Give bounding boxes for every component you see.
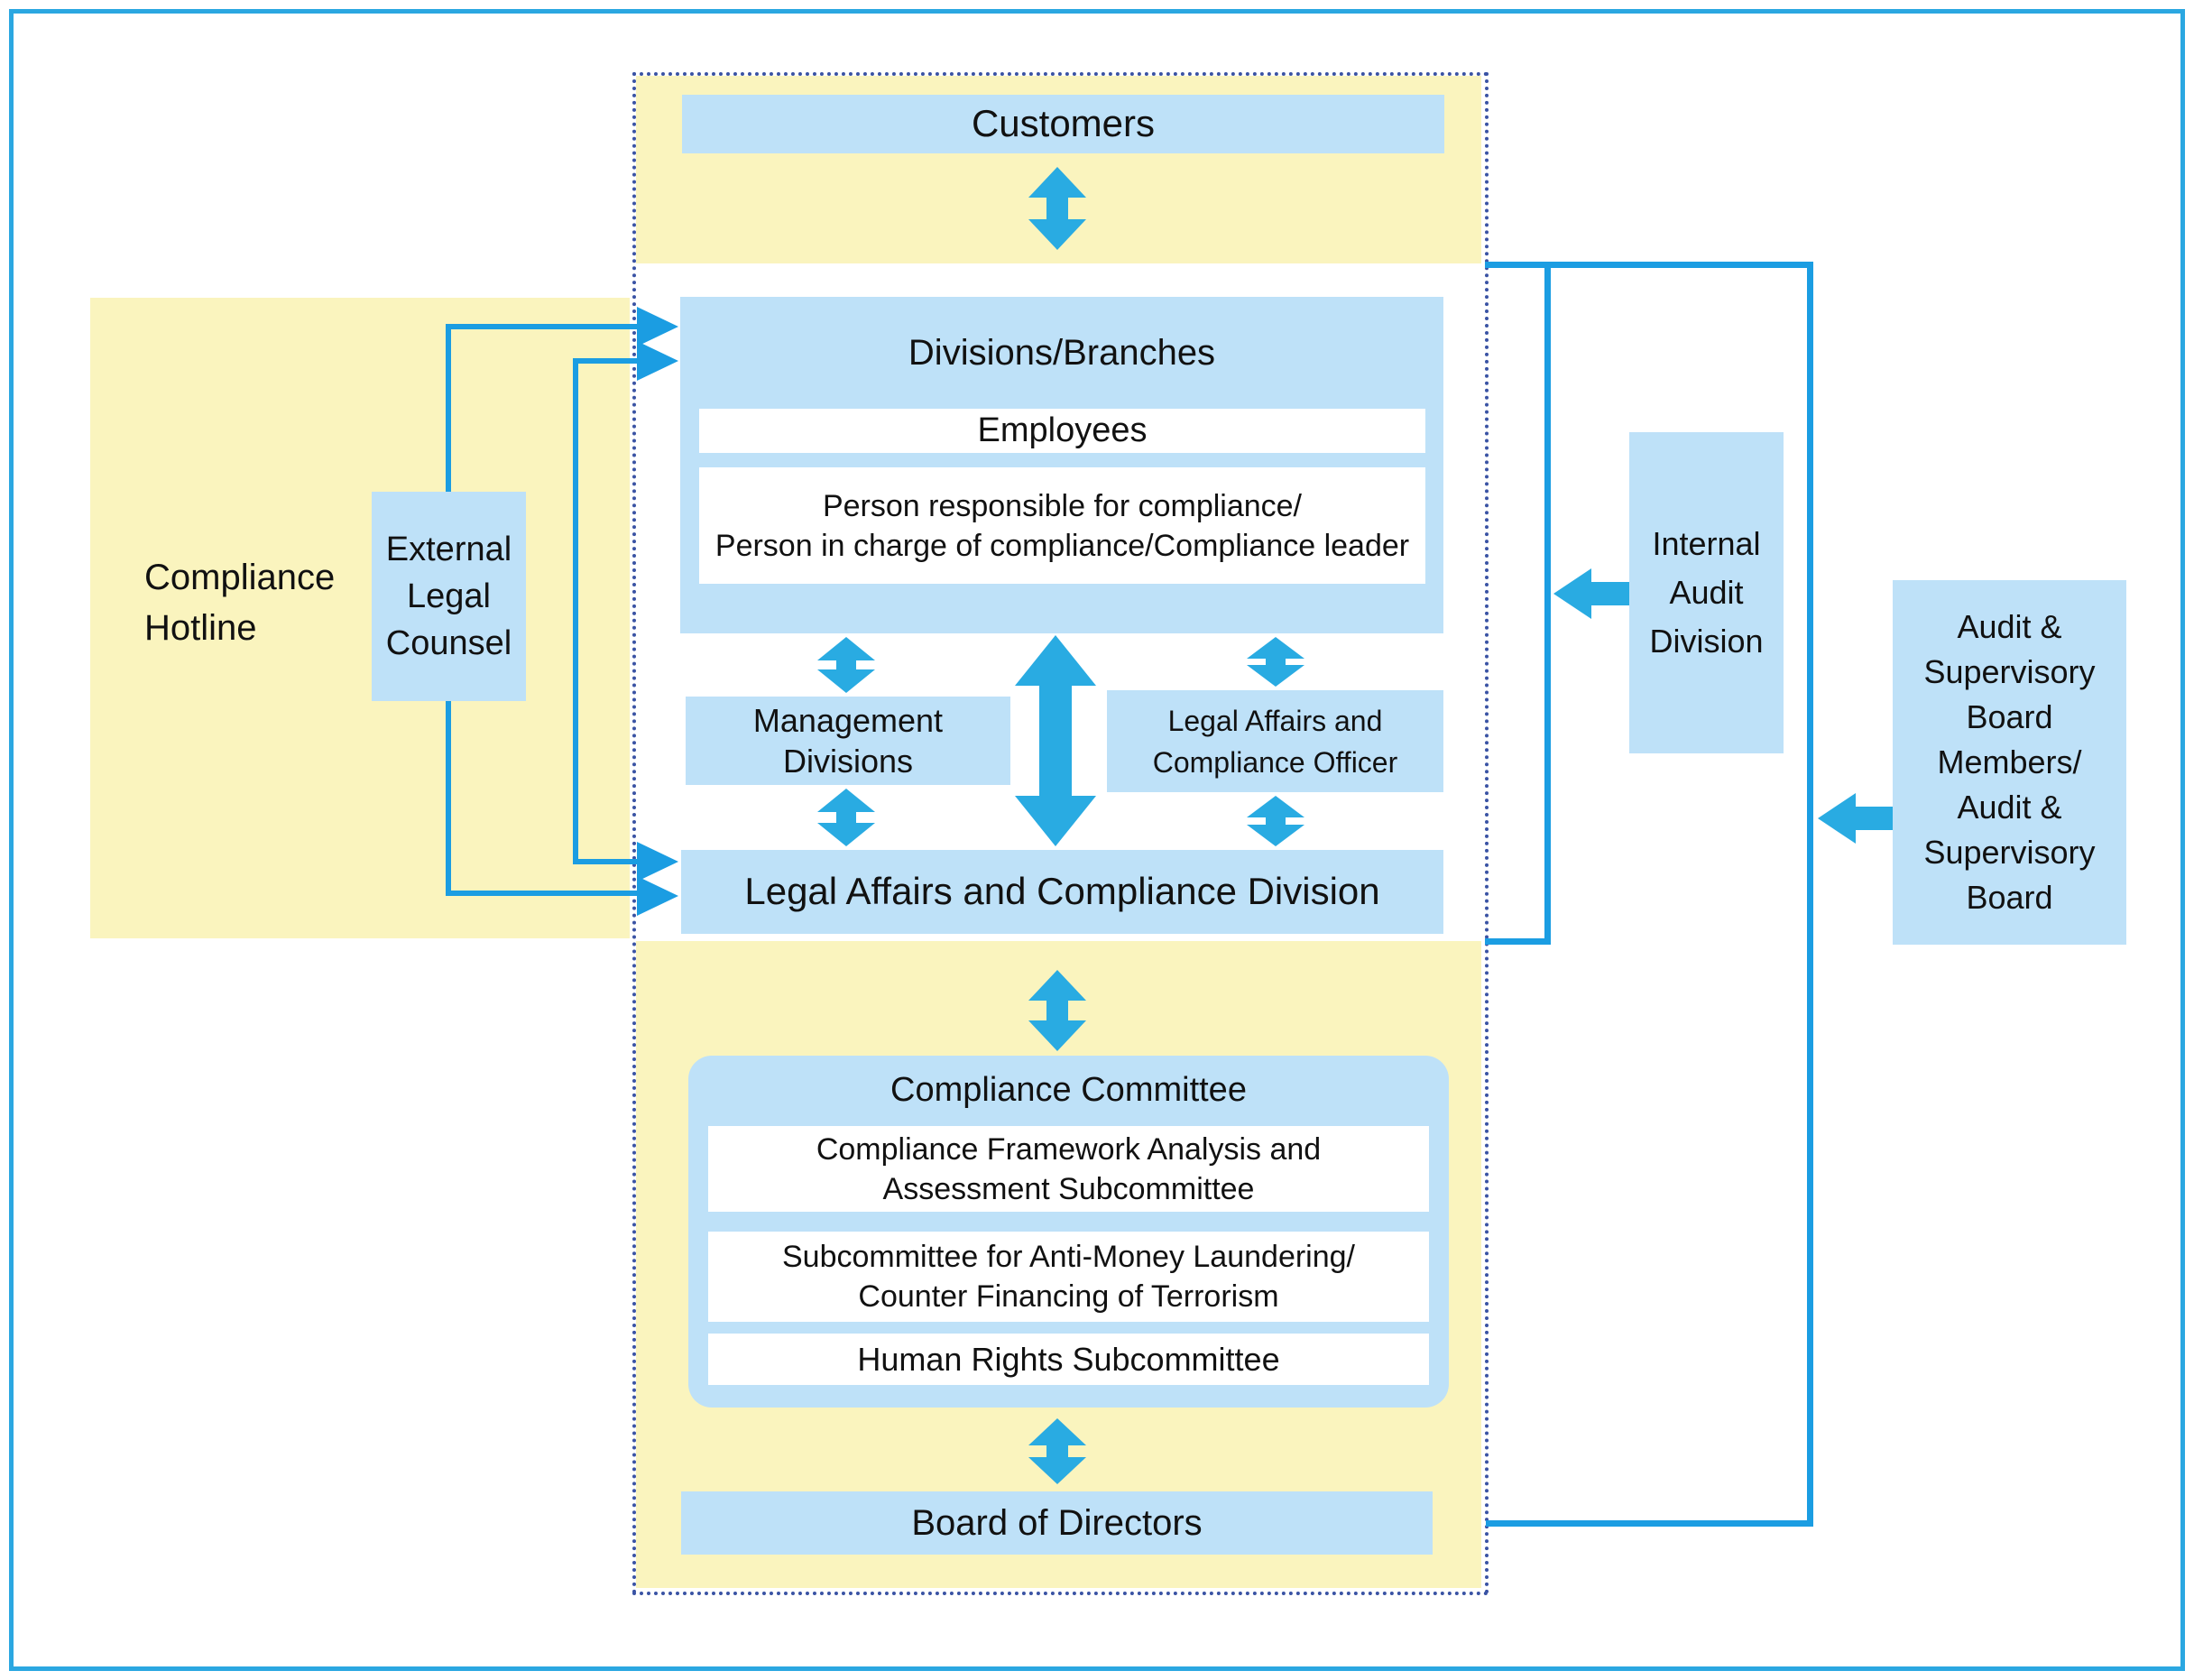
audit-supervisory-arrowhead xyxy=(1818,793,1856,844)
divisions-branches-title-row: Divisions/Branches xyxy=(680,297,1443,409)
human-rights-subcommittee-box: Human Rights Subcommittee xyxy=(708,1334,1429,1385)
outer-border xyxy=(9,9,2185,1671)
arrowhead-into-divisions-1 xyxy=(637,307,678,346)
employees-box: Employees xyxy=(699,409,1425,453)
external-legal-counsel-label: External Legal Counsel xyxy=(385,531,512,662)
employees-label: Employees xyxy=(977,411,1148,449)
internal-audit-arrowhead xyxy=(1553,568,1591,619)
management-divisions-box: Management Divisions xyxy=(686,697,1010,785)
compliance-hotline-text: Compliance Hotline xyxy=(144,558,336,648)
arrow-legal-division-committee xyxy=(1028,970,1086,1051)
outer-bracket-top xyxy=(1485,262,1811,268)
compliance-hotline-label: Compliance Hotline xyxy=(144,552,335,653)
outer-bracket-vertical xyxy=(1807,262,1813,1527)
aml-subcommittee-label: Subcommittee for Anti-Money Laundering/ … xyxy=(781,1240,1355,1314)
arrow-customers-divisions xyxy=(1028,167,1086,250)
internal-audit-division-box: Internal Audit Division xyxy=(1629,432,1784,753)
divisions-branches-label: Divisions/Branches xyxy=(908,333,1216,373)
framework-subcommittee-label: Compliance Framework Analysis and Assess… xyxy=(816,1131,1322,1206)
arrowhead-into-legal-division-1 xyxy=(637,842,678,882)
elc-top-line-vertical xyxy=(446,327,451,492)
arrowhead-into-divisions-2 xyxy=(637,341,678,381)
compliance-person-label: Person responsible for compliance/ Perso… xyxy=(714,488,1410,563)
legal-affairs-compliance-officer-box: Legal Affairs and Compliance Officer xyxy=(1107,690,1443,792)
elc-top-line-horizontal xyxy=(446,324,641,329)
elc-bottom-line-horizontal xyxy=(446,891,641,896)
board-of-directors-label: Board of Directors xyxy=(911,1503,1203,1543)
management-divisions-label: Management Divisions xyxy=(752,702,944,780)
arrow-legal-officer-legal-division xyxy=(1247,796,1304,846)
audit-supervisory-board-box: Audit & Supervisory Board Members/ Audit… xyxy=(1893,580,2126,945)
hotline-bypass-line-top xyxy=(573,358,641,364)
customers-label: Customers xyxy=(971,102,1156,145)
arrow-divisions-legal-officer xyxy=(1247,637,1304,687)
arrow-committee-board xyxy=(1028,1418,1086,1484)
inner-bracket-vertical xyxy=(1544,262,1551,945)
compliance-committee-title-row: Compliance Committee xyxy=(688,1056,1449,1126)
arrow-divisions-management xyxy=(817,637,875,693)
arrow-management-legal-division xyxy=(817,789,875,846)
legal-affairs-compliance-officer-label: Legal Affairs and Compliance Officer xyxy=(1152,704,1398,779)
compliance-committee-box: Compliance Committee Compliance Framewor… xyxy=(688,1056,1449,1408)
customers-box: Customers xyxy=(682,95,1444,153)
divisions-branches-box: Divisions/Branches Employees Person resp… xyxy=(680,297,1443,633)
internal-audit-division-label: Internal Audit Division xyxy=(1649,525,1764,660)
inner-bracket-bottom xyxy=(1485,938,1551,945)
arrowhead-into-legal-division-2 xyxy=(637,876,678,916)
legal-affairs-compliance-division-box: Legal Affairs and Compliance Division xyxy=(681,850,1443,934)
legal-affairs-compliance-division-label: Legal Affairs and Compliance Division xyxy=(744,870,1380,913)
internal-audit-arrow xyxy=(1553,568,1629,619)
audit-supervisory-board-label: Audit & Supervisory Board Members/ Audit… xyxy=(1923,608,2096,916)
external-legal-counsel-box: External Legal Counsel xyxy=(372,492,526,701)
hotline-bypass-line-vertical xyxy=(573,361,578,862)
compliance-person-box: Person responsible for compliance/ Perso… xyxy=(699,467,1425,584)
compliance-committee-label: Compliance Committee xyxy=(890,1071,1247,1110)
aml-subcommittee-box: Subcommittee for Anti-Money Laundering/ … xyxy=(708,1232,1429,1322)
arrow-divisions-legal-division-main xyxy=(1015,635,1096,846)
board-of-directors-box: Board of Directors xyxy=(681,1491,1433,1555)
human-rights-subcommittee-label: Human Rights Subcommittee xyxy=(857,1341,1280,1378)
framework-subcommittee-box: Compliance Framework Analysis and Assess… xyxy=(708,1126,1429,1212)
elc-bottom-line-vertical xyxy=(446,701,451,896)
hotline-bypass-line-bottom xyxy=(573,859,641,864)
audit-supervisory-arrow xyxy=(1818,793,1893,844)
outer-bracket-bottom xyxy=(1486,1520,1808,1527)
compliance-hotline-area xyxy=(90,298,630,938)
